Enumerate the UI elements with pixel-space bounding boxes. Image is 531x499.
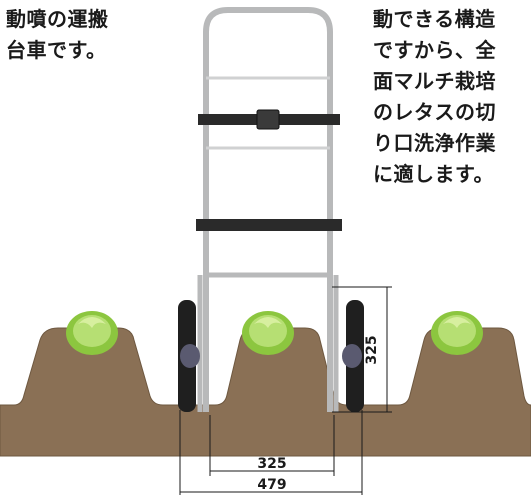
wheel-right [342,300,364,412]
text-line: り口洗浄作業 [373,131,496,155]
text-line: ですから、全 [373,38,496,62]
lettuce-right [431,311,483,355]
dimension-height: 325 [364,335,380,364]
strap-lower [196,219,342,231]
text-line: のレタスの切 [373,100,496,124]
text-line: 面マルチ栽培 [373,69,496,93]
text-line: 動噴の運搬 [6,7,109,31]
dimension-inner-width: 325 [257,456,286,472]
dimension-outer-width: 479 [257,477,286,493]
dimension-lines [179,286,392,495]
wheel-left [178,300,200,412]
text-line: 台車です。 [6,38,107,62]
cart-frame [197,7,339,412]
lettuce-left [66,311,118,355]
strap-upper [198,109,340,130]
text-line: に適します。 [373,162,494,186]
description-text-right: 動できる構造 ですから、全 面マルチ栽培 のレタスの切 り口洗浄作業 に適します… [373,4,496,190]
description-text-left: 動噴の運搬 台車です。 [6,4,109,66]
lettuce-center [242,311,294,355]
text-line: 動できる構造 [373,7,496,31]
